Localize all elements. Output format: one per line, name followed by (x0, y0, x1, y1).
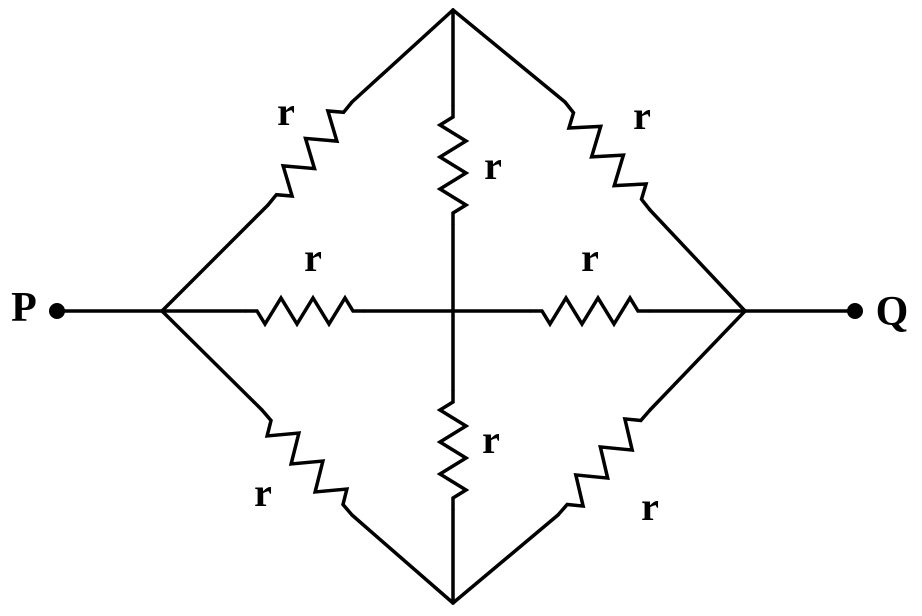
resistor-lower-vertical (436, 390, 470, 510)
terminal-q-dot (847, 303, 863, 319)
resistor-label-lower-right: r (641, 484, 659, 529)
resistor-upper-vertical (436, 105, 470, 225)
resistor-middle-right (530, 294, 650, 328)
resistor-label-upper-left: r (277, 89, 295, 134)
resistor-upper-right (563, 100, 652, 212)
wire-upper-right-a (451, 8, 567, 104)
terminal-p-dot (49, 303, 65, 319)
resistor-label-middle-left: r (304, 235, 322, 280)
resistor-lower-left (260, 408, 354, 517)
terminal-q-label: Q (875, 289, 909, 335)
wire-lower-right-a (451, 513, 560, 605)
resistor-upper-left (266, 100, 354, 207)
resistor-label-lower-left: r (254, 470, 272, 515)
wire-upper-right-b (648, 208, 747, 313)
wire-upper-left-a (160, 203, 270, 313)
resistor-label-upper-right: r (633, 93, 651, 138)
resistor-label-lower-vertical: r (482, 417, 500, 462)
wire-lower-left-a (160, 309, 264, 412)
terminal-p-label: P (11, 285, 37, 331)
wire-upper-left-b (350, 8, 455, 104)
wire-lower-left-b (350, 513, 455, 605)
resistor-label-upper-vertical: r (484, 143, 502, 188)
resistor-lower-right (556, 408, 652, 517)
resistor-middle-left (245, 294, 365, 328)
resistor-label-middle-right: r (581, 235, 599, 280)
wire-lower-right-b (648, 309, 747, 412)
